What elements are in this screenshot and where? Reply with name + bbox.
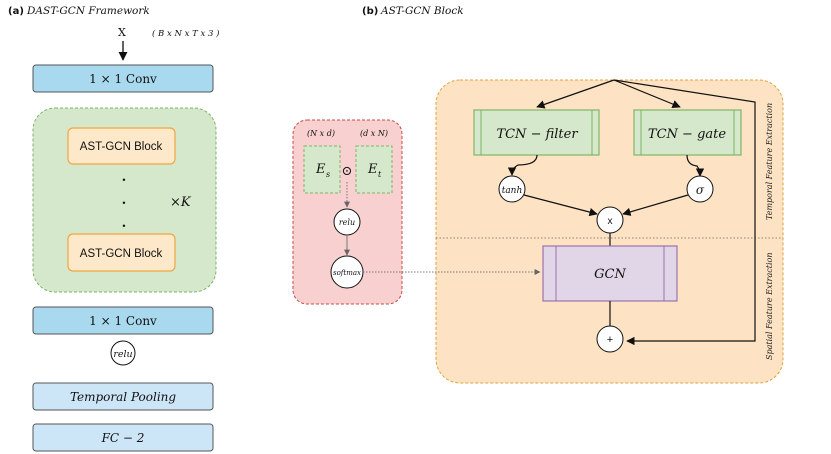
repeat-k-label: ×K <box>170 195 192 210</box>
softmax-label: softmax <box>333 269 361 277</box>
plus-label: + <box>607 334 613 346</box>
relu-b-label: relu <box>339 218 355 227</box>
et-shape-label: (d x N) <box>360 129 388 138</box>
temporal-pooling-box: Temporal Pooling <box>32 382 214 411</box>
multiply-node: x <box>596 206 624 234</box>
tanh-label: tanh <box>502 186 523 196</box>
conv-bottom-box: 1 × 1 Conv <box>32 306 214 335</box>
sigma-label: σ <box>696 183 705 197</box>
panel-b-title: AST-GCN Block <box>380 5 464 17</box>
ast-gcn-block-top-label: AST-GCN Block <box>80 141 163 153</box>
temporal-extraction-label: Temporal Feature Extraction <box>765 103 774 220</box>
relu-node-b: relu <box>333 208 361 236</box>
es-box: E s <box>303 145 341 194</box>
plus-node: + <box>596 325 624 353</box>
tcn-filter-to-tanh-arrow <box>507 154 538 176</box>
input-x-label: X <box>118 26 126 39</box>
relu-node-a: relu <box>110 340 136 366</box>
ast-gcn-block-bottom <box>67 233 176 272</box>
tcn-gate-label: TCN − gate <box>648 127 726 142</box>
panel-a-title: DAST-GCN Framework <box>26 5 150 17</box>
odot-operator: ⊙ <box>342 164 353 179</box>
panel-a: (a) DAST-GCN Framework X ( B x N x T x 3… <box>8 5 219 452</box>
ast-gcn-block-top <box>67 127 176 165</box>
repeat-block-group: AST-GCN Block • • • ×K AST-GCN Block <box>32 107 217 293</box>
et-subscript: t <box>378 170 382 179</box>
fc-label: FC − 2 <box>101 431 145 445</box>
spatial-extraction-label: Spatial Feature Extraction <box>765 253 774 360</box>
sigma-node: σ <box>686 175 714 203</box>
conv-top-label: 1 × 1 Conv <box>89 72 157 86</box>
et-label: E <box>367 162 378 177</box>
multiply-label: x <box>608 216 613 227</box>
et-box: E t <box>355 145 393 194</box>
tanh-to-mult-arrow <box>523 194 598 217</box>
conv-top-box: 1 × 1 Conv <box>32 64 214 93</box>
tcn-gate-box: TCN − gate <box>633 109 742 156</box>
tcn-filter-label: TCN − filter <box>496 127 578 142</box>
panel-b-prefix: (b) <box>362 6 378 17</box>
input-to-tcn-filter-arrow <box>536 79 615 109</box>
panel-b: (b) AST-GCN Block Temporal Feature Extra… <box>292 5 784 384</box>
sigma-to-mult-arrow <box>622 194 689 216</box>
tcn-gate-to-sigma-arrow <box>686 154 705 177</box>
tcn-filter-box: TCN − filter <box>473 109 600 156</box>
es-shape-label: (N x d) <box>307 129 335 138</box>
gcn-box: GCN <box>542 245 678 302</box>
ellipsis-dot-3: • <box>122 221 125 231</box>
ellipsis-dot-2: • <box>122 198 125 208</box>
relu-a-label: relu <box>113 349 132 360</box>
es-label: E <box>315 162 326 177</box>
residual-connection-arrow <box>613 79 756 346</box>
softmax-node: softmax <box>330 255 364 289</box>
panel-a-prefix: (a) <box>8 6 24 17</box>
tanh-node: tanh <box>498 175 526 203</box>
temporal-pooling-label: Temporal Pooling <box>70 390 176 404</box>
fc-box: FC − 2 <box>32 423 214 452</box>
input-to-tcn-gate-arrow <box>613 79 681 109</box>
conv-bottom-label: 1 × 1 Conv <box>89 314 157 328</box>
ellipsis-dot-1: • <box>122 175 125 185</box>
gcn-label: GCN <box>594 267 626 282</box>
ast-gcn-block-bottom-label: AST-GCN Block <box>80 248 163 260</box>
es-subscript: s <box>326 170 330 179</box>
input-shape-label: ( B x N x T x 3 ) <box>152 28 219 39</box>
